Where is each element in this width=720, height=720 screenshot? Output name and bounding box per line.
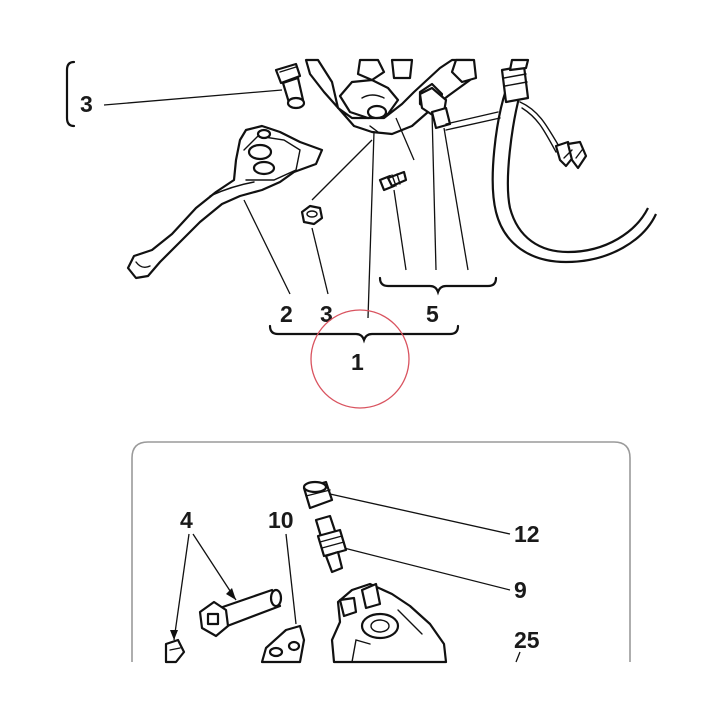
- leader-nut-to-body: [311, 139, 373, 201]
- leader-4a: [192, 533, 237, 601]
- callout-9: 9: [514, 577, 527, 603]
- brake-hose: [491, 58, 657, 264]
- arrow-4a: [226, 588, 236, 600]
- leader-4b: [173, 533, 190, 641]
- callout-5: 5: [426, 301, 439, 327]
- leader-body-to-screw: [395, 117, 415, 161]
- stop-switch: [418, 86, 452, 130]
- adjuster-screw: [314, 514, 348, 574]
- callout-12: 12: [514, 521, 540, 547]
- lock-nut: [300, 204, 324, 226]
- inset-panel-border: [131, 441, 631, 662]
- leader-5a: [393, 189, 407, 271]
- leader-1: [367, 131, 375, 319]
- leader-12: [329, 493, 511, 535]
- leader-5c: [443, 127, 469, 271]
- leader-9: [343, 547, 511, 591]
- switch-screw: [378, 170, 408, 192]
- callout-1: 1: [351, 349, 364, 375]
- bracket-plate: [260, 624, 306, 664]
- boot-cap: [302, 480, 334, 510]
- callout-25: 25: [514, 627, 540, 653]
- leader-3-top: [103, 89, 283, 106]
- pivot-screw: [274, 62, 306, 110]
- arrow-4b: [170, 630, 178, 640]
- leader-5b: [431, 111, 437, 271]
- bracket-part-3: [65, 60, 76, 128]
- lever-pin: [198, 588, 283, 638]
- highlight-circle: [310, 309, 410, 409]
- callout-10: 10: [268, 507, 294, 533]
- leader-25: [515, 651, 521, 663]
- brace-part-5: [378, 276, 498, 296]
- callout-2: 2: [280, 301, 293, 327]
- retaining-clip: [164, 638, 186, 664]
- switch-wires: [445, 101, 588, 170]
- brake-lever: [126, 124, 324, 280]
- callout-3-top: 3: [80, 91, 93, 117]
- leader-2: [243, 199, 291, 295]
- leader-10: [285, 533, 297, 625]
- inset-lever-body: [330, 582, 448, 664]
- brace-assembly-1: [268, 324, 460, 344]
- leader-3: [311, 227, 329, 295]
- callout-4: 4: [180, 507, 193, 533]
